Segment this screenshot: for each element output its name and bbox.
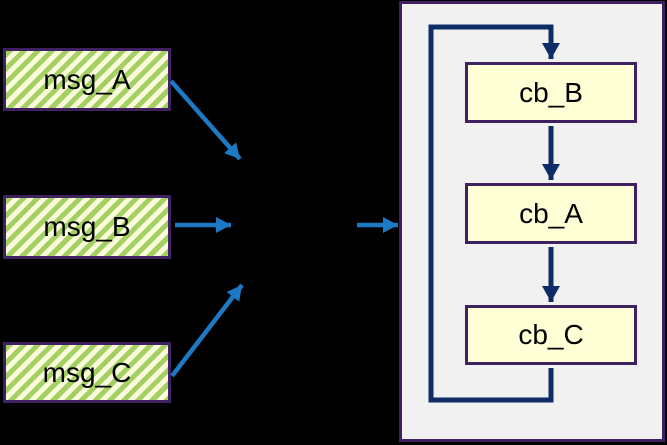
msg-a-label: msg_A (43, 63, 131, 95)
cb-b-label: cb_B (519, 76, 583, 108)
arrow-msg-a-to-merge (169, 79, 242, 161)
cb-b-node: cb_B (465, 62, 637, 123)
cb-a-node: cb_A (465, 183, 637, 244)
msg-c-label: msg_C (42, 356, 132, 388)
msg-c-node: msg_C (3, 342, 171, 403)
cb-c-node: cb_C (465, 305, 637, 365)
arrow-msg-c-to-merge (170, 283, 244, 378)
msg-b-label: msg_B (43, 211, 131, 242)
cb-a-label: cb_A (519, 197, 583, 229)
cb-c-label: cb_C (518, 319, 584, 350)
msg-b-node: msg_B (3, 195, 171, 259)
msg-a-node: msg_A (3, 48, 171, 111)
